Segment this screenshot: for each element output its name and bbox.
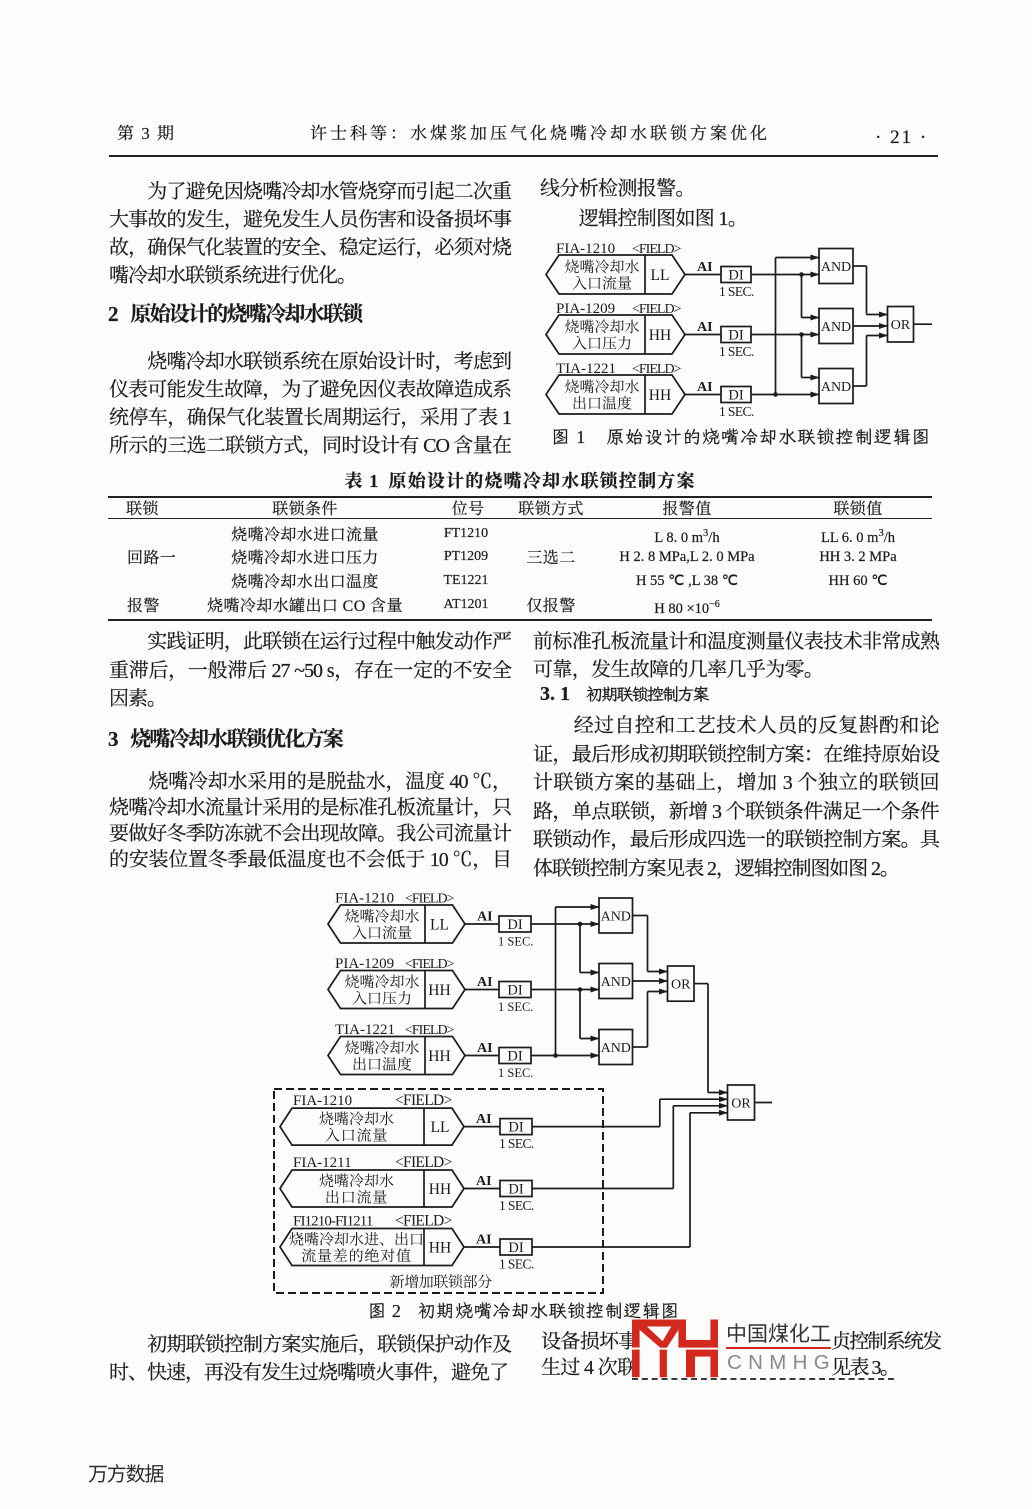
svg-text:AI: AI bbox=[697, 320, 713, 335]
svg-text:OR: OR bbox=[731, 1097, 751, 1112]
svg-text:FI1210-FI1211: FI1210-FI1211 bbox=[293, 1214, 373, 1230]
svg-text:DI: DI bbox=[507, 1049, 522, 1065]
svg-text:1 SEC.: 1 SEC. bbox=[719, 404, 754, 419]
svg-text:1 SEC.: 1 SEC. bbox=[498, 935, 533, 949]
svg-text:烧嘴冷却水: 烧嘴冷却水 bbox=[344, 1037, 419, 1058]
svg-text:FIA-1210: FIA-1210 bbox=[293, 1093, 352, 1109]
svg-text:AI: AI bbox=[697, 380, 713, 395]
svg-text:HH: HH bbox=[649, 387, 671, 404]
svg-text:DI: DI bbox=[508, 1240, 523, 1256]
svg-text:HH: HH bbox=[649, 327, 671, 344]
svg-text:DI: DI bbox=[728, 388, 743, 404]
svg-text:烧嘴冷却水: 烧嘴冷却水 bbox=[344, 971, 419, 992]
svg-text:1 SEC.: 1 SEC. bbox=[498, 1066, 533, 1080]
svg-text:AND: AND bbox=[821, 380, 851, 395]
svg-text:FIA-1210: FIA-1210 bbox=[556, 241, 615, 257]
svg-text:出口温度: 出口温度 bbox=[352, 1053, 412, 1074]
svg-text:<FIELD>: <FIELD> bbox=[395, 1092, 452, 1109]
svg-text:<FIELD>: <FIELD> bbox=[405, 1023, 455, 1038]
svg-text:TIA-1221: TIA-1221 bbox=[335, 1022, 395, 1038]
svg-text:DI: DI bbox=[507, 917, 522, 933]
svg-text:FIA-1210: FIA-1210 bbox=[335, 891, 394, 907]
svg-text:LL: LL bbox=[651, 267, 670, 284]
svg-text:AI: AI bbox=[477, 975, 493, 990]
svg-text:烧嘴冷却水: 烧嘴冷却水 bbox=[564, 256, 639, 277]
svg-text:DI: DI bbox=[728, 268, 743, 284]
svg-text:PIA-1209: PIA-1209 bbox=[556, 301, 615, 317]
svg-text:入口流量: 入口流量 bbox=[572, 272, 632, 293]
svg-text:烧嘴冷却水: 烧嘴冷却水 bbox=[344, 906, 419, 927]
svg-text:<FIELD>: <FIELD> bbox=[632, 362, 682, 377]
svg-text:<FIELD>: <FIELD> bbox=[395, 1213, 452, 1230]
svg-text:AI: AI bbox=[476, 1112, 492, 1127]
svg-text:AND: AND bbox=[601, 1041, 631, 1056]
svg-text:AND: AND bbox=[821, 260, 851, 275]
svg-text:烧嘴冷却水: 烧嘴冷却水 bbox=[319, 1170, 394, 1191]
svg-text:HH: HH bbox=[429, 1181, 451, 1198]
svg-text:PIA-1209: PIA-1209 bbox=[335, 956, 394, 972]
svg-text:DI: DI bbox=[508, 1120, 523, 1136]
svg-text:<FIELD>: <FIELD> bbox=[405, 957, 455, 972]
svg-text:DI: DI bbox=[507, 983, 522, 999]
svg-text:入口压力: 入口压力 bbox=[352, 987, 412, 1008]
svg-text:AI: AI bbox=[477, 910, 493, 925]
svg-text:AND: AND bbox=[821, 320, 851, 335]
svg-text:<FIELD>: <FIELD> bbox=[632, 242, 682, 257]
svg-text:AND: AND bbox=[601, 910, 631, 925]
svg-text:1 SEC.: 1 SEC. bbox=[719, 344, 754, 359]
svg-text:LL: LL bbox=[431, 1119, 450, 1136]
svg-text:HH: HH bbox=[429, 1240, 451, 1257]
svg-text:OR: OR bbox=[671, 978, 691, 993]
svg-text:出口温度: 出口温度 bbox=[572, 392, 632, 413]
svg-text:AI: AI bbox=[476, 1174, 492, 1189]
svg-text:1 SEC.: 1 SEC. bbox=[499, 1257, 534, 1272]
svg-text:入口流量: 入口流量 bbox=[325, 1124, 388, 1145]
svg-text:1 SEC.: 1 SEC. bbox=[499, 1136, 534, 1151]
svg-text:DI: DI bbox=[508, 1182, 523, 1198]
svg-text:<FIELD>: <FIELD> bbox=[405, 892, 455, 907]
svg-text:AI: AI bbox=[476, 1233, 492, 1248]
svg-text:入口压力: 入口压力 bbox=[572, 332, 632, 353]
svg-text:LL: LL bbox=[430, 917, 449, 934]
svg-text:出口流量: 出口流量 bbox=[325, 1186, 388, 1207]
svg-text:FIA-1211: FIA-1211 bbox=[293, 1155, 352, 1171]
svg-text:流量差的绝对值: 流量差的绝对值 bbox=[301, 1245, 412, 1266]
svg-text:OR: OR bbox=[891, 318, 911, 333]
svg-text:HH: HH bbox=[428, 1048, 450, 1065]
svg-text:1 SEC.: 1 SEC. bbox=[498, 1000, 533, 1014]
svg-text:烧嘴冷却水进、出口: 烧嘴冷却水进、出口 bbox=[289, 1229, 424, 1250]
svg-text:<FIELD>: <FIELD> bbox=[632, 302, 682, 317]
svg-text:烧嘴冷却水: 烧嘴冷却水 bbox=[564, 316, 639, 337]
svg-text:烧嘴冷却水: 烧嘴冷却水 bbox=[319, 1108, 394, 1129]
svg-text:1 SEC.: 1 SEC. bbox=[499, 1198, 534, 1213]
svg-text:DI: DI bbox=[728, 328, 743, 344]
svg-text:HH: HH bbox=[428, 982, 450, 999]
svg-text:烧嘴冷却水: 烧嘴冷却水 bbox=[564, 376, 639, 397]
svg-text:<FIELD>: <FIELD> bbox=[395, 1154, 452, 1171]
svg-text:AI: AI bbox=[697, 260, 713, 275]
svg-text:AI: AI bbox=[477, 1041, 493, 1056]
svg-text:AND: AND bbox=[601, 975, 631, 990]
svg-text:新增加联锁部分: 新增加联锁部分 bbox=[390, 1271, 493, 1292]
svg-text:1 SEC.: 1 SEC. bbox=[719, 284, 754, 299]
svg-text:TIA-1221: TIA-1221 bbox=[556, 361, 616, 377]
svg-text:入口流量: 入口流量 bbox=[352, 922, 412, 943]
